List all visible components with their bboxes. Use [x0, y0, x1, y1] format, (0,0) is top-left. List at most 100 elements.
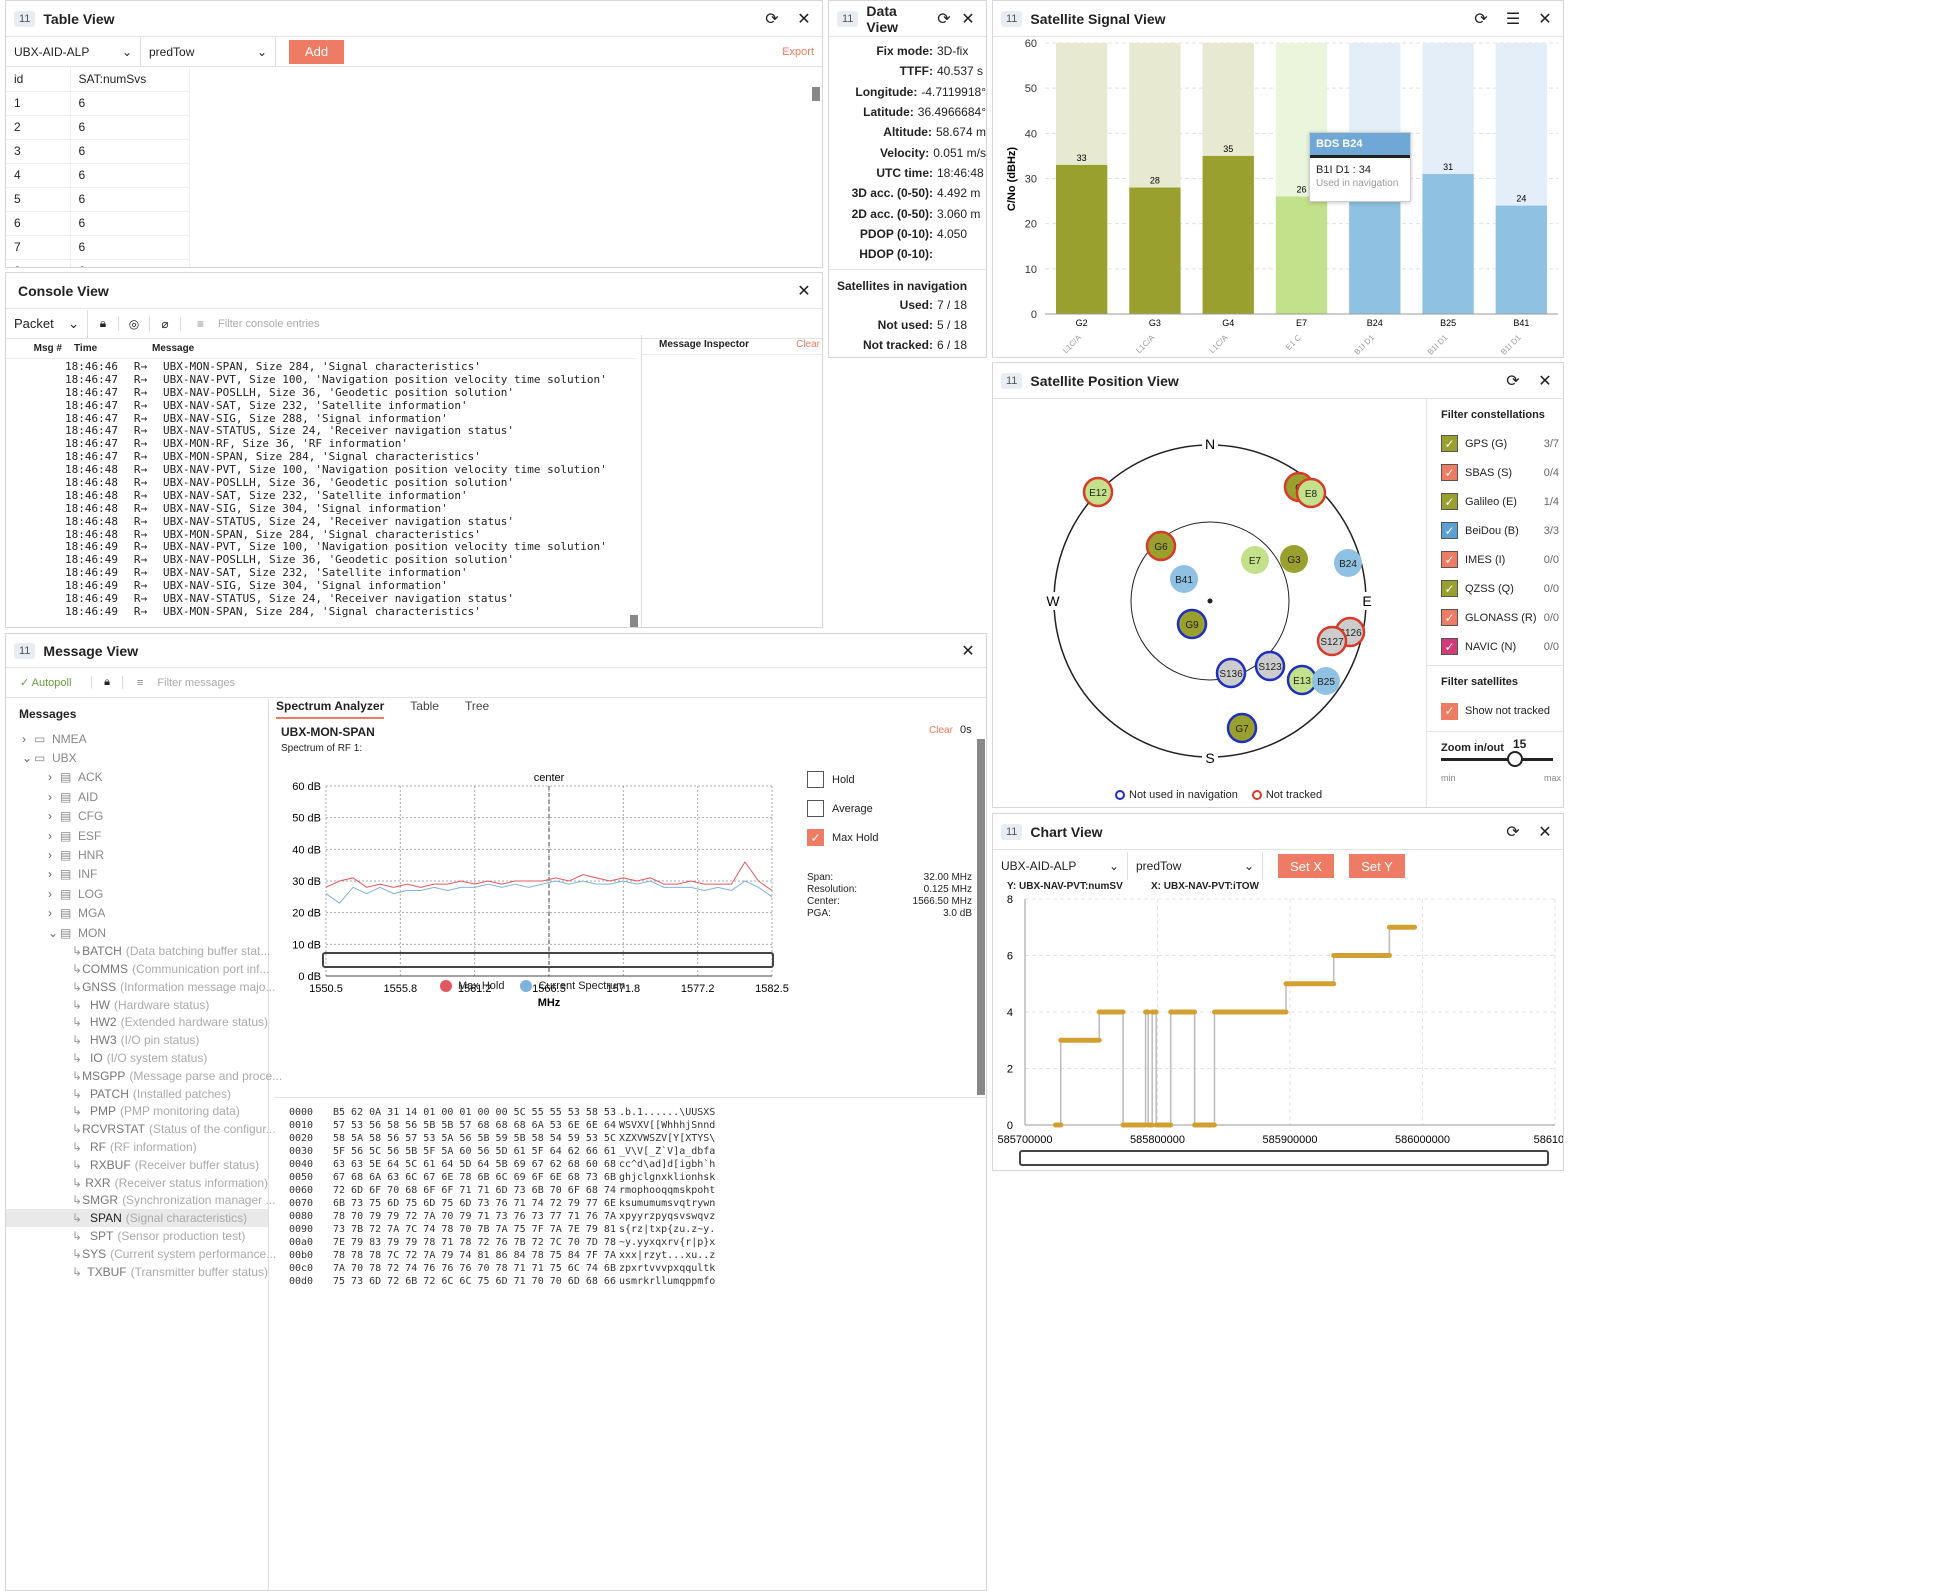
tab-spectrum-analyzer[interactable]: Spectrum Analyzer [276, 699, 385, 719]
scrollbar-thumb[interactable] [977, 739, 985, 1095]
satellite-S123[interactable]: S123 [1254, 650, 1286, 682]
clear-button[interactable]: Clear [929, 725, 953, 736]
tree-item-hnr[interactable]: ›▤HNR [6, 845, 268, 864]
col-header-numsvs[interactable]: SAT:numSvs [70, 67, 190, 92]
tree-item-mon-hw3[interactable]: ↳HW3(I/O pin status) [6, 1031, 268, 1049]
chevron-right-icon[interactable]: › [48, 867, 52, 882]
checkbox-checked-icon[interactable]: ✓ [1441, 609, 1458, 626]
filter-row[interactable]: ✓NAVIC (N)0/0 [1427, 632, 1563, 661]
close-icon[interactable]: ✕ [1538, 823, 1552, 841]
legend-item[interactable]: Current Spectrum [520, 980, 625, 992]
checkbox-checked-icon[interactable]: ✓ [1441, 638, 1458, 655]
tree-item-mon-hw[interactable]: ↳HW(Hardware status) [6, 996, 268, 1014]
tree-item-ubx[interactable]: ⌄▭UBX [6, 748, 268, 767]
export-button[interactable]: Export [782, 45, 814, 58]
message-filter-input[interactable]: Filter messages [157, 676, 236, 689]
close-icon[interactable]: ✕ [797, 10, 811, 28]
signal-bar-B41[interactable] [1495, 205, 1548, 314]
tree-item-nmea[interactable]: ›▭NMEA [6, 729, 268, 748]
filter-row[interactable]: ✓Galileo (E)1/4 [1427, 487, 1563, 516]
signal-bar-E7[interactable] [1275, 196, 1328, 314]
signal-bar-G2[interactable] [1055, 164, 1108, 314]
lock-icon[interactable]: 🔒︎ [92, 676, 123, 689]
checkbox-empty-icon[interactable] [807, 800, 824, 817]
checkbox-checked-icon[interactable]: ✓ [1441, 464, 1458, 481]
tree-item-mon-hw2[interactable]: ↳HW2(Extended hardware status) [6, 1013, 268, 1031]
inspector-clear-button[interactable]: Clear [796, 339, 820, 350]
option-max-hold[interactable]: ✓Max Hold [807, 823, 878, 852]
tree-item-mga[interactable]: ›▤MGA [6, 904, 268, 923]
signal-bar-B25[interactable] [1422, 173, 1474, 314]
set-x-button[interactable]: Set X [1278, 854, 1334, 878]
show-not-tracked-row[interactable]: ✓ Show not tracked [1427, 699, 1563, 723]
satellite-B24[interactable]: B24 [1334, 549, 1362, 577]
tree-item-ack[interactable]: ›▤ACK [6, 768, 268, 787]
chevron-down-icon[interactable]: ⌄ [22, 751, 33, 766]
chevron-down-icon[interactable]: ⌄ [48, 925, 59, 940]
chevron-right-icon[interactable]: › [48, 828, 52, 843]
satellite-G7[interactable]: G7 [1226, 712, 1258, 744]
packet-select[interactable]: Packet⌄ [6, 309, 88, 338]
tree-item-mon-sys[interactable]: ↳SYS(Current system performance... [6, 1245, 276, 1263]
tree-item-cfg[interactable]: ›▤CFG [6, 807, 268, 826]
tree-item-mon-rxbuf[interactable]: ↳RXBUF(Receiver buffer status) [6, 1156, 268, 1174]
autopoll-toggle[interactable]: ✓ Autopoll [6, 676, 92, 689]
tree-item-aid[interactable]: ›▤AID [6, 787, 268, 806]
tree-item-mon[interactable]: ⌄▤MON [6, 923, 268, 942]
tree-item-mon-smgr[interactable]: ↳SMGR(Synchronization manager ... [6, 1191, 275, 1209]
filter-row[interactable]: ✓QZSS (Q)0/0 [1427, 574, 1563, 603]
legend-item[interactable]: Max Hold [440, 980, 504, 992]
table-row[interactable]: 86 [6, 259, 190, 267]
tree-item-mon-comms[interactable]: ↳COMMS(Communication port inf... [6, 960, 269, 978]
satellite-G6[interactable]: G6 [1145, 530, 1177, 562]
tree-item-mon-patch[interactable]: ↳PATCH(Installed patches) [6, 1085, 268, 1103]
filter-row[interactable]: ✓IMES (I)0/0 [1427, 545, 1563, 574]
close-icon[interactable]: ✕ [1538, 372, 1552, 390]
filter-row[interactable]: ✓BeiDou (B)3/3 [1427, 516, 1563, 545]
tree-item-log[interactable]: ›▤LOG [6, 884, 268, 903]
satellite-E8[interactable]: E8 [1295, 477, 1327, 509]
satellite-S136[interactable]: S136 [1215, 657, 1247, 689]
add-button[interactable]: Add [289, 39, 344, 64]
checkbox-checked-icon[interactable]: ✓ [1441, 551, 1458, 568]
set-y-button[interactable]: Set Y [1349, 854, 1405, 878]
tree-item-mon-txbuf[interactable]: ↳TXBUF(Transmitter buffer status) [6, 1263, 268, 1281]
zoom-slider-handle[interactable] [1507, 751, 1523, 767]
tab-tree[interactable]: Tree [464, 699, 490, 713]
checkbox-empty-icon[interactable] [807, 771, 824, 788]
option-average[interactable]: Average [807, 794, 878, 823]
satellite-E7[interactable]: E7 [1241, 546, 1269, 574]
satellite-G9[interactable]: G9 [1176, 608, 1208, 640]
field-select[interactable]: predTow⌄ [1128, 852, 1263, 880]
satellite-B41[interactable]: B41 [1170, 565, 1198, 593]
signal-bar-G4[interactable] [1202, 155, 1254, 314]
satellite-G3[interactable]: G3 [1280, 545, 1308, 573]
message-select[interactable]: UBX-AID-ALP⌄ [6, 37, 141, 66]
close-icon[interactable]: ✕ [1538, 10, 1552, 28]
clear-brush-icon[interactable]: ⌀ [150, 316, 181, 331]
close-icon[interactable]: ✕ [797, 282, 811, 300]
tree-item-mon-rxr[interactable]: ↳RXR(Receiver status information) [6, 1174, 268, 1192]
message-select[interactable]: UBX-AID-ALP⌄ [993, 852, 1128, 880]
search-bubble-icon[interactable]: ◎ [119, 316, 150, 331]
spectrum-range-slider[interactable] [322, 952, 774, 968]
tree-item-mon-span[interactable]: ↳SPAN(Signal characteristics) [6, 1209, 268, 1228]
tree-item-esf[interactable]: ›▤ESF [6, 826, 268, 845]
tree-item-mon-msgpp[interactable]: ↳MSGPP(Message parse and proce... [6, 1067, 282, 1085]
